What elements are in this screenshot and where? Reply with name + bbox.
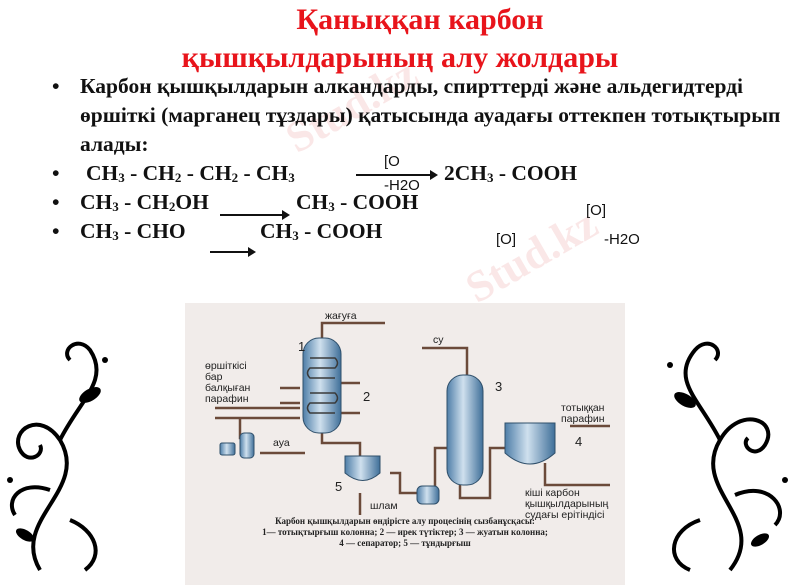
label-to-burning: жағуға <box>325 310 357 322</box>
bullet-dot: • <box>52 74 60 98</box>
bullet-intro: • Карбон қышқылдарын алкандарды, спирттер… <box>52 72 782 159</box>
reaction-1-reactant: CH3 - CH2 - CH2 - CH3 <box>86 161 295 185</box>
reaction-3-product: CH3 - COOH <box>260 219 383 243</box>
oxidation-column <box>302 337 342 434</box>
bullet-dot: • <box>52 219 60 243</box>
reaction-1-condition-below: -H2O <box>384 177 420 194</box>
compressor <box>239 432 255 459</box>
slide-title-line-1: Қаныққан карбон <box>296 3 544 36</box>
motor <box>219 442 236 456</box>
bullet-dot: • <box>52 190 60 214</box>
reaction-1: • CH3 - CH2 - CH2 - CH3 [O -H2O 2CH3 - C… <box>52 153 782 194</box>
reaction-arrow <box>220 210 290 220</box>
caption-line: 1— тотықтырғыш колонна; 2 — ирек түтікте… <box>262 527 548 537</box>
reaction-3-reactant: CH3 - CHO <box>80 219 186 243</box>
reaction-2-reactant: CH3 - CH2OH <box>80 190 209 214</box>
bullet-text: Карбон қышқылдарын алкандарды, спирттерд… <box>80 74 781 156</box>
label-sludge: шлам <box>370 500 398 512</box>
caption-line: Карбон қышқылдарын өндірісте алу процесі… <box>275 516 535 526</box>
bullet-list: • Карбон қышқылдарын алкандарды, спирттер… <box>52 72 782 257</box>
caption-line: 4 — сепаратор; 5 — тұндырғыш <box>339 538 471 548</box>
process-diagram-photo: " жағуға өршіткісі бар балқыған парафин … <box>185 303 625 585</box>
settler <box>344 455 381 481</box>
process-diagram: " <box>215 321 610 515</box>
slide-title-line-2: қышқылдарының алу жолдары <box>181 41 619 74</box>
reaction-2-condition: [O] <box>586 202 607 219</box>
reaction-arrow <box>356 170 438 180</box>
reaction-1-condition-above: [O <box>384 153 400 170</box>
reaction-3-condition-2: -H2O <box>604 231 640 248</box>
swirl-ornament-left <box>7 341 108 572</box>
reaction-arrow <box>210 247 256 257</box>
separator <box>504 422 556 465</box>
reaction-2: • CH3 - CH2OH CH3 - COOH [O] <box>52 188 782 220</box>
label-n4: 4 <box>575 434 583 449</box>
label-air: ауа <box>273 437 290 449</box>
reaction-1-product: 2CH3 - COOH <box>444 161 578 185</box>
label-water: су <box>433 334 444 346</box>
pump <box>416 485 440 505</box>
label-n2: 2 <box>363 389 371 404</box>
label-n1: 1 <box>298 339 306 354</box>
reaction-3: • CH3 - CHO CH3 - COOH [O] -H2O <box>52 217 782 257</box>
label-n5: 5 <box>335 479 343 494</box>
label-catalyst-paraffin: өршіткісі бар балқыған парафин <box>205 360 251 405</box>
reaction-2-product: CH3 - COOH <box>296 190 419 214</box>
label-acid-solution: кіші карбон қышқылдарының судағы ерітінд… <box>525 487 609 521</box>
label-n3: 3 <box>495 379 503 394</box>
swirl-ornament-right <box>667 341 788 572</box>
washing-column <box>446 374 484 486</box>
diagram-caption: Карбон қышқылдарын өндірісте алу процесі… <box>185 516 625 549</box>
reaction-3-condition-1: [O] <box>496 231 517 248</box>
label-oxidized-paraffin: тотыққан парафин <box>561 402 605 425</box>
bullet-dot: • <box>52 161 60 185</box>
